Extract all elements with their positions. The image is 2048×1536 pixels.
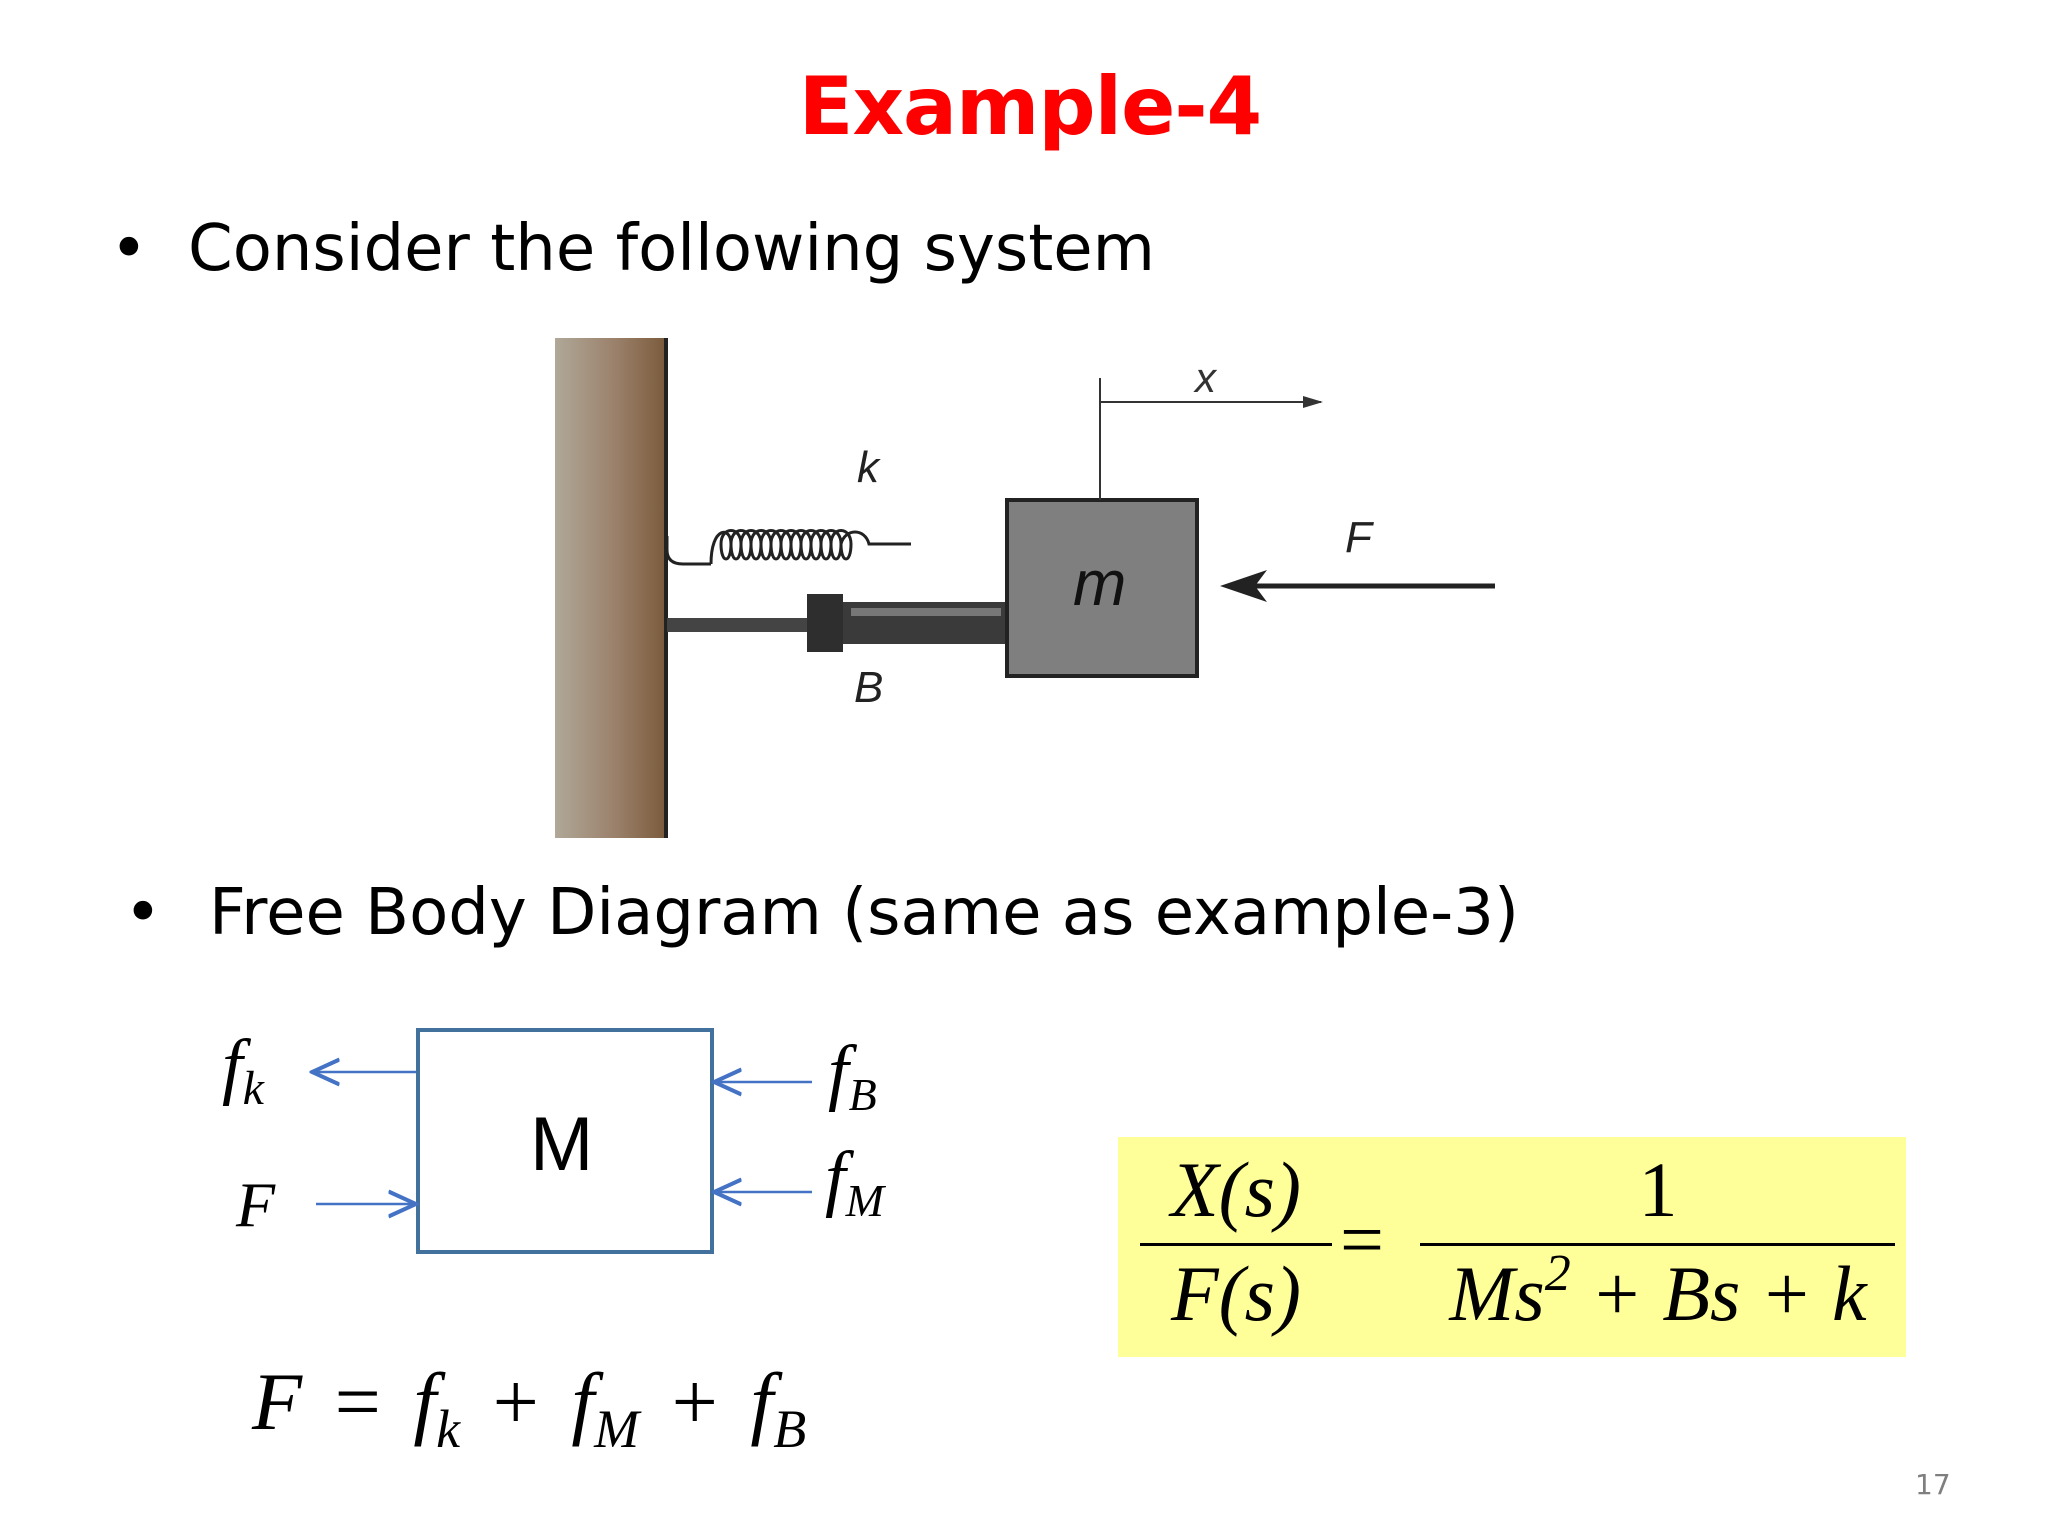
damper-label: B	[854, 663, 883, 712]
eq-term-fk: fk	[413, 1356, 461, 1459]
fB-label: fB	[828, 1031, 877, 1120]
tf-fraction-bar-right	[1420, 1243, 1895, 1246]
damper	[667, 594, 1063, 652]
eq-plus: +	[671, 1356, 718, 1447]
transfer-function-box: X(s) F(s) = 1 Ms2 + Bs + k	[1118, 1137, 1906, 1357]
page-number: 17	[1915, 1468, 1951, 1501]
bullet-marker: •	[124, 876, 162, 950]
eq-equals: =	[334, 1356, 381, 1447]
fbd-block-label: M	[530, 1102, 593, 1187]
eq-term-fB: fB	[750, 1356, 807, 1459]
tf-fraction-bar-left	[1140, 1243, 1332, 1246]
tf-denominator-left: F(s)	[1171, 1250, 1301, 1337]
tf-numerator-left: X(s)	[1171, 1146, 1301, 1233]
spring	[665, 529, 911, 566]
free-body-diagram: M fk F fB fM	[222, 1025, 887, 1254]
tf-numerator-right: 1	[1638, 1146, 1678, 1233]
applied-force-label: F	[1345, 513, 1374, 562]
wall	[555, 338, 667, 838]
fbd-mass-block	[416, 1028, 714, 1254]
mass-label: m	[1073, 547, 1126, 619]
wall-edge	[664, 338, 668, 838]
bullet-text: Free Body Diagram (same as example-3)	[209, 876, 1519, 950]
force-balance-equation: F = fk + fM + fB	[252, 1355, 807, 1459]
spring-label: k	[857, 443, 881, 492]
fk-label: fk	[222, 1025, 266, 1115]
fbd-force-label: F	[235, 1169, 276, 1240]
eq-plus: +	[492, 1356, 539, 1447]
displacement-label: x	[1193, 354, 1218, 401]
mechanical-system-diagram: k B m x F	[555, 338, 1495, 838]
tf-equals: =	[1340, 1196, 1384, 1283]
eq-term-fM: fM	[571, 1356, 640, 1459]
bullet-text: Consider the following system	[188, 212, 1155, 286]
slide-title: Example-4	[798, 60, 1262, 153]
mass-block	[1005, 498, 1199, 678]
spring-coils	[709, 529, 911, 565]
bullet-marker: •	[110, 212, 148, 286]
tf-denominator-right: Ms2 + Bs + k	[1449, 1245, 1867, 1337]
applied-force-arrowhead	[1220, 570, 1267, 602]
eq-lhs: F	[252, 1356, 303, 1447]
fM-label: fM	[825, 1137, 887, 1226]
